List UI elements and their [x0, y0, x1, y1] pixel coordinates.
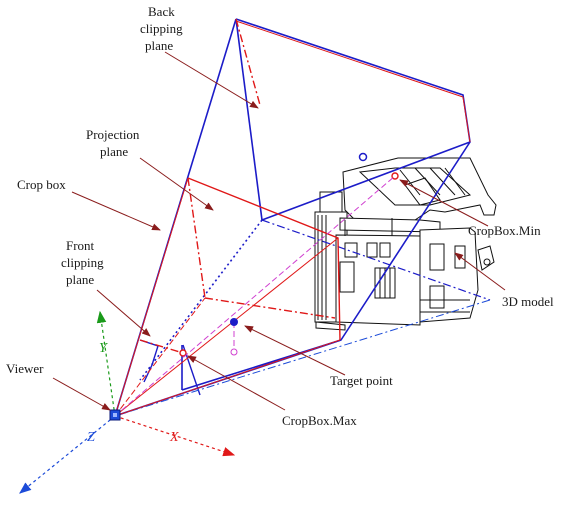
target-point-label: Target point — [330, 373, 393, 388]
projection-plane-label-1: Projection — [86, 127, 140, 142]
viewer-label: Viewer — [6, 361, 44, 376]
back-clipping-plane-label-3: plane — [145, 38, 173, 53]
target-point-dot — [230, 318, 238, 326]
leader-lines — [52, 51, 506, 411]
model-origin-marker — [358, 152, 368, 162]
x-axis-arrow — [114, 415, 236, 457]
viewer-camera-icon — [109, 409, 121, 421]
view-frustum — [114, 18, 491, 417]
target-marker — [230, 348, 238, 356]
y-axis-arrow — [96, 310, 116, 417]
cropbox-max-label: CropBox.Max — [282, 413, 357, 428]
cropbox-min-point — [391, 172, 399, 180]
back-clipping-plane-label-1: Back — [148, 4, 175, 19]
crop-box — [114, 18, 471, 417]
3d-model-label: 3D model — [502, 294, 554, 309]
crop-box-label: Crop box — [17, 177, 66, 192]
front-clipping-plane-label-2: clipping — [61, 255, 104, 270]
z-axis-label: Z — [87, 430, 95, 445]
guide-lines — [114, 175, 396, 417]
cropbox-min-label: CropBox.Min — [468, 223, 541, 238]
front-clipping-plane-label-3: plane — [66, 272, 94, 287]
labels: Back clipping plane Projection plane Cro… — [6, 4, 554, 428]
front-clipping-plane-label-1: Front — [66, 238, 95, 253]
coordinate-axes: Y X Z — [19, 310, 236, 494]
back-clipping-plane-label-2: clipping — [140, 21, 183, 36]
x-axis-label: X — [169, 430, 179, 445]
y-axis-label: Y — [99, 341, 109, 356]
cropbox-max-point — [179, 349, 187, 357]
z-axis-arrow — [19, 415, 116, 494]
house-3d-model — [314, 157, 497, 331]
projection-plane-label-2: plane — [100, 144, 128, 159]
